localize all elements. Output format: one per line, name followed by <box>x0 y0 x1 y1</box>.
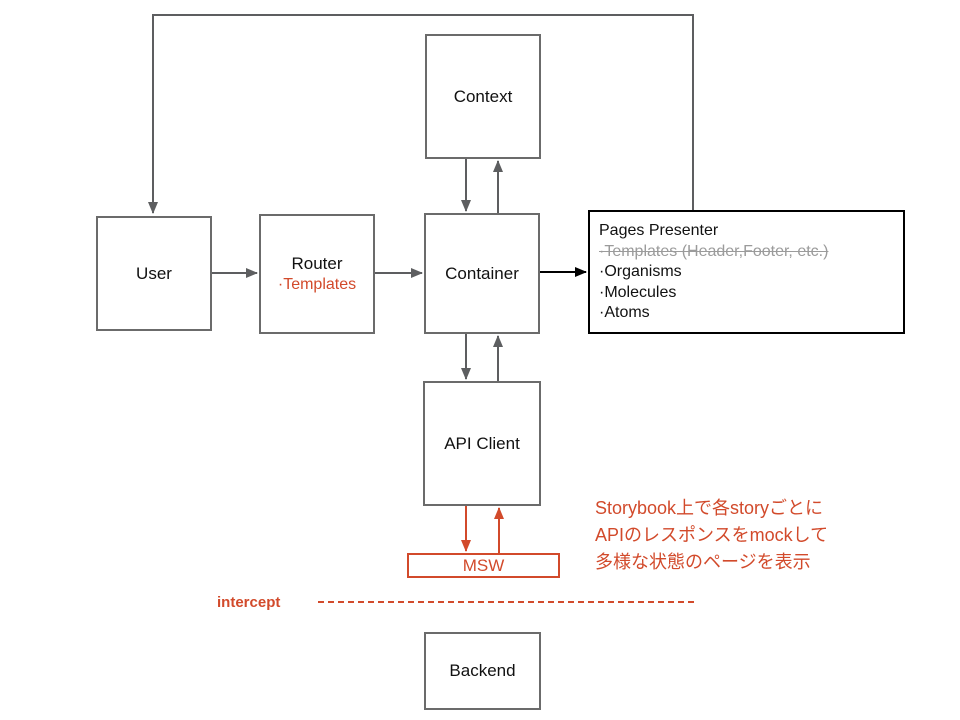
arrow-pages-presenter-to-user <box>148 14 694 214</box>
pages-presenter-title: Pages Presenter <box>599 222 719 239</box>
storybook-annotation: Storybook上で各storyごとに APIのレスポンスをmockして 多様… <box>595 495 828 576</box>
node-user-label: User <box>136 263 172 283</box>
pages-presenter-item-templates: ·Templates (Header,Footer, etc.) <box>599 242 829 260</box>
storybook-annotation-line2: APIのレスポンスをmockして <box>595 525 829 545</box>
pages-presenter-item-atoms: ·Atoms <box>599 304 650 321</box>
node-container-label: Container <box>445 263 519 283</box>
node-pages-presenter: Pages Presenter ·Templates (Header,Foote… <box>588 210 905 334</box>
pages-presenter-item-organisms: ·Organisms <box>599 263 682 280</box>
storybook-annotation-line1: Storybook上で各storyごとに <box>595 498 824 518</box>
node-backend: Backend <box>424 632 541 710</box>
node-msw: MSW <box>407 553 560 578</box>
storybook-annotation-line3: 多様な状態のページを表示 <box>595 552 811 572</box>
node-context-label: Context <box>453 86 513 106</box>
pages-presenter-item-molecules: ·Molecules <box>599 283 677 301</box>
node-router-templates-label: ·Templates <box>277 276 357 293</box>
node-api-client-label: API Client <box>444 433 520 453</box>
node-router: Router ·Templates <box>259 214 375 334</box>
node-backend-label: Backend <box>449 661 516 680</box>
node-user: User <box>96 216 212 331</box>
intercept-label: intercept <box>217 594 281 611</box>
node-context: Context <box>425 34 541 159</box>
node-router-label: Router <box>291 254 343 273</box>
node-msw-label: MSW <box>462 555 505 575</box>
node-container: Container <box>424 213 540 334</box>
node-api-client: API Client <box>423 381 541 506</box>
